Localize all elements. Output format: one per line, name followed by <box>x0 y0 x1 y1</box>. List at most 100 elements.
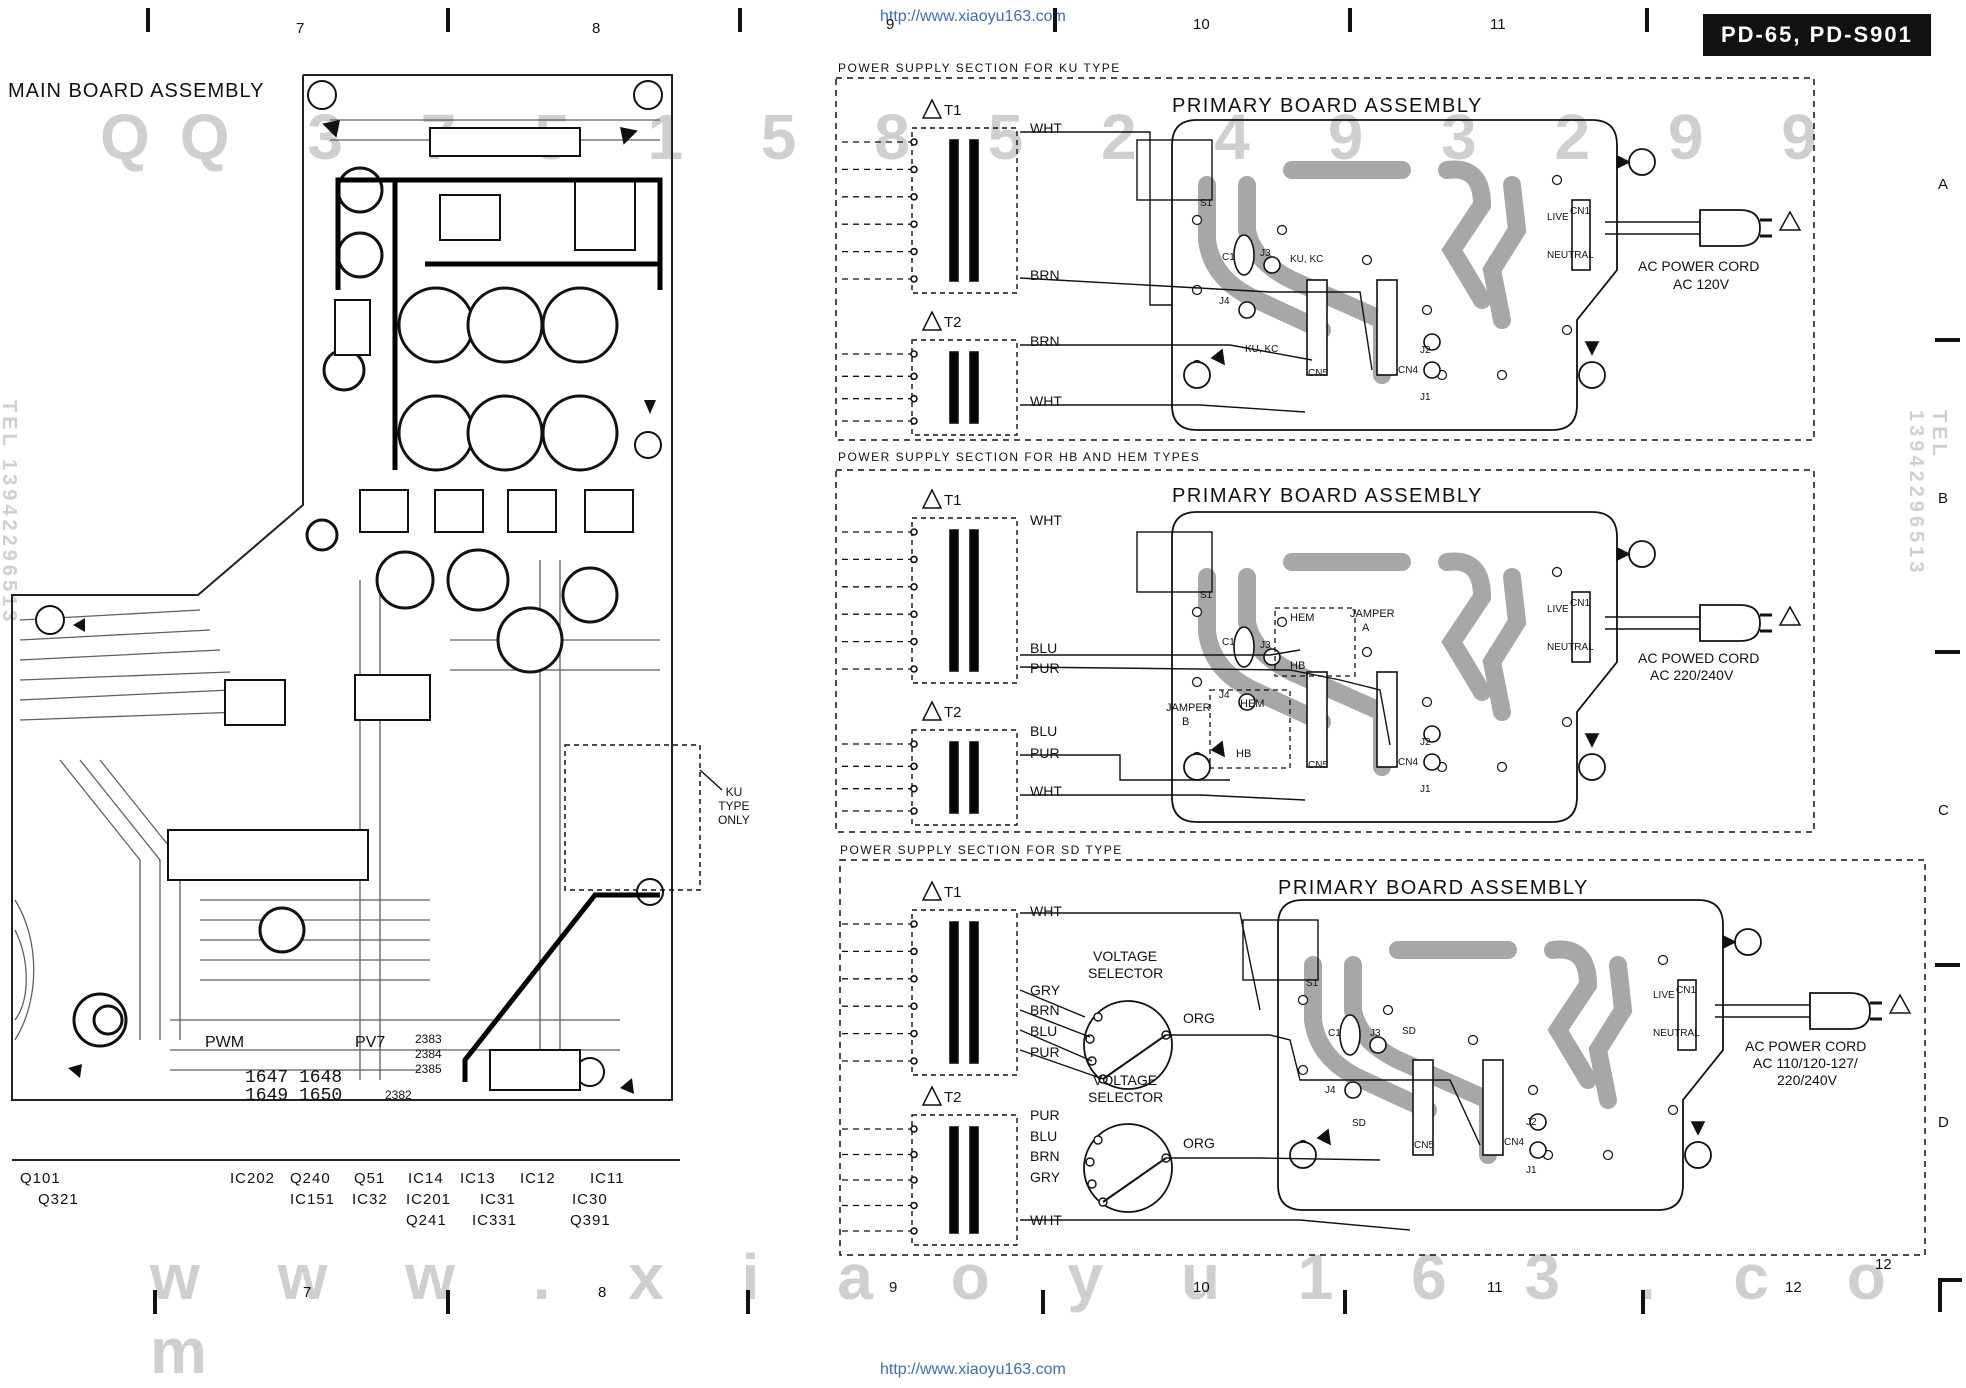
section-caption-sd: POWER SUPPLY SECTION FOR SD TYPE <box>840 843 1123 857</box>
power-cord-label: AC POWED CORD <box>1638 650 1760 666</box>
section-caption-hb: POWER SUPPLY SECTION FOR HB AND HEM TYPE… <box>838 450 1201 464</box>
wire-label: BLU <box>1030 723 1058 739</box>
col-label-top: 9 <box>886 16 895 33</box>
jumper-label: HB <box>1290 660 1306 672</box>
selector-label: VOLTAGE <box>1093 1072 1158 1088</box>
wire-label: BLU <box>1030 1128 1058 1144</box>
voltage-selector <box>1083 1123 1173 1213</box>
pcb-label: J1 <box>1526 1165 1537 1176</box>
transformer <box>842 880 1018 1076</box>
power-cord-label: AC 120V <box>1673 276 1730 292</box>
pcb-label: J4 <box>1219 296 1230 307</box>
pcb-label: J4 <box>1219 690 1230 701</box>
row-label: D <box>1938 1114 1949 1131</box>
power-cord-label: 220/240V <box>1777 1072 1837 1088</box>
col-label-bottom: 9 <box>889 1279 898 1296</box>
pcb-label: LIVE <box>1547 212 1569 223</box>
selector-label: VOLTAGE <box>1093 948 1158 964</box>
jumper-label: HEM <box>1290 612 1315 624</box>
watermark-site: w w w . x i a o y u 1 6 3 . c o m <box>150 1241 1916 1387</box>
wire-label: WHT <box>1030 783 1062 799</box>
jumper-label: A <box>1362 622 1370 634</box>
wire-label: WHT <box>1030 1212 1062 1228</box>
part-number: IC331 <box>472 1212 518 1229</box>
pcb-label: C1 <box>1328 1028 1341 1039</box>
wire-label: BRN <box>1030 1002 1060 1018</box>
power-cord-plug <box>1605 604 1802 642</box>
col-label-top: 8 <box>592 20 601 37</box>
primary-board-outline <box>1242 899 1762 1211</box>
primary-board-outline <box>1136 511 1656 823</box>
part-number: Q241 <box>406 1212 447 1229</box>
wire-label: PUR <box>1030 1044 1060 1060</box>
transformer <box>842 98 1018 294</box>
pcb-label: J2 <box>1420 345 1431 356</box>
voltage-selector <box>1083 1000 1173 1090</box>
pcb-label: CN5 <box>1308 760 1329 771</box>
power-cord-label: AC 220/240V <box>1650 667 1734 683</box>
transformer-label: T2 <box>944 314 962 331</box>
pcb-label: S1 <box>1306 978 1319 989</box>
transformer <box>842 310 1018 436</box>
ku-note-line: KU <box>725 785 743 799</box>
selector-label: SELECTOR <box>1088 1089 1164 1105</box>
pcb-label: J1 <box>1420 392 1431 403</box>
pcb-label: CN4 <box>1504 1137 1525 1148</box>
col-label-bottom: 11 <box>1487 1279 1503 1296</box>
row-label: B <box>1938 490 1949 507</box>
pcb-label: J3 <box>1260 248 1271 259</box>
col-label-bottom: 12 <box>1785 1279 1802 1296</box>
page-number: 12 <box>1875 1256 1892 1273</box>
wire-label: BLU <box>1030 1023 1058 1039</box>
pcb-label: S1 <box>1200 590 1213 601</box>
wire-label: WHT <box>1030 512 1062 528</box>
pcb-label: CN4 <box>1398 365 1419 376</box>
col-label-top: 10 <box>1193 16 1210 33</box>
jumper-label: JAMPER <box>1350 608 1395 620</box>
primary-board-title: PRIMARY BOARD ASSEMBLY <box>1172 485 1483 507</box>
pcb-label: LIVE <box>1653 990 1675 1001</box>
source-url-bottom[interactable]: http://www.xiaoyu163.com <box>880 1361 1066 1378</box>
transformer <box>842 488 1018 684</box>
section-caption-ku: POWER SUPPLY SECTION FOR KU TYPE <box>838 61 1121 75</box>
wire-label: GRY <box>1030 982 1061 998</box>
part-number: IC202 <box>230 1170 276 1187</box>
part-number: IC32 <box>352 1191 388 1208</box>
col-label-bottom: 7 <box>303 1284 312 1301</box>
wire-label: PUR <box>1030 660 1060 676</box>
ku-note-line: TYPE <box>718 799 750 813</box>
wire-label: BRN <box>1030 333 1060 349</box>
pcb-label: SD <box>1402 1026 1416 1037</box>
power-cord-label: AC POWER CORD <box>1745 1038 1867 1054</box>
ku-note-line: ONLY <box>718 813 750 827</box>
jumper-label: JAMPER <box>1166 702 1211 714</box>
wire-label: WHT <box>1030 903 1062 919</box>
pcb-label: KU, KC <box>1290 254 1324 265</box>
board-label-pwm: PWM <box>205 1034 245 1051</box>
pcb-label: J3 <box>1370 1028 1381 1039</box>
transformer <box>842 1085 1018 1246</box>
transformer-label: T1 <box>944 102 962 119</box>
source-url-top[interactable]: http://www.xiaoyu163.com <box>880 8 1066 25</box>
power-cord-label: AC POWER CORD <box>1638 258 1760 274</box>
pcb-label: SD <box>1352 1118 1366 1129</box>
pcb-label: LIVE <box>1547 604 1569 615</box>
pcb-label: CN1 <box>1570 206 1591 217</box>
transformer <box>842 700 1018 826</box>
pcb-label: CN5 <box>1414 1140 1435 1151</box>
pcb-label: CN1 <box>1676 985 1697 996</box>
model-title: PD-65, PD-S901 <box>1703 14 1931 56</box>
wire-label: BRN <box>1030 267 1060 283</box>
wire-label: WHT <box>1030 120 1062 136</box>
part-number: IC11 <box>590 1170 625 1187</box>
part-number: Q101 <box>20 1170 61 1187</box>
board-label-2382: 2382 <box>385 1088 412 1102</box>
pcb-label: NEUTRAL <box>1653 1028 1700 1039</box>
selector-label: SELECTOR <box>1088 965 1164 981</box>
part-number: Q240 <box>290 1170 331 1187</box>
transformer-label: T1 <box>944 492 962 509</box>
pcb-label: J2 <box>1526 1117 1537 1128</box>
power-cord-label: AC 110/120-127/ <box>1753 1055 1858 1071</box>
wire-label: BLU <box>1030 640 1058 656</box>
